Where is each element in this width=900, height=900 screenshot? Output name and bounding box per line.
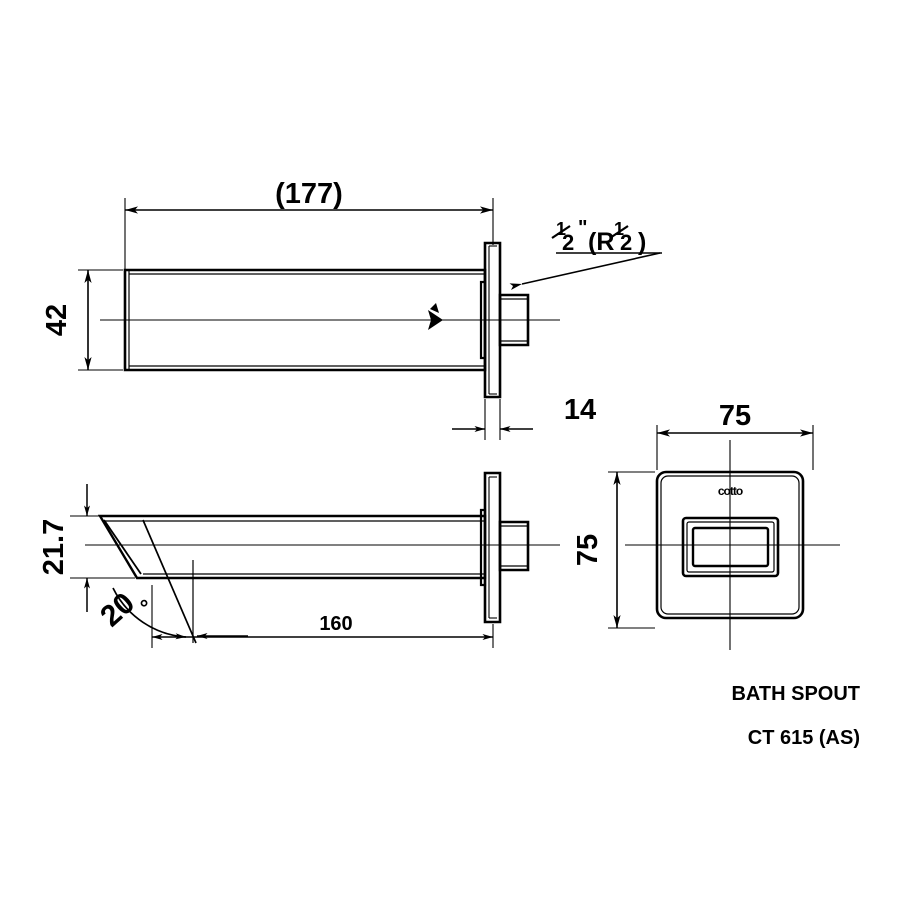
outlet-opening-inner [691, 526, 770, 568]
flange-collar-step [479, 280, 487, 360]
leader-line-thread-spec [509, 252, 661, 290]
thread-spec-label-group: 1 2 " (R 1 2 ) [551, 217, 646, 256]
front-view-group: cotto 75 75 [572, 400, 840, 650]
thread-num-1: 1 [556, 219, 566, 239]
flange-collar-step-side [479, 508, 487, 587]
dim-label-75-horizontal: 75 [719, 400, 751, 432]
title-block-group: BATH SPOUT CT 615 (AS) [731, 683, 860, 749]
dim-label-20: 20 [94, 587, 141, 634]
thread-open-paren: (R [588, 228, 614, 256]
thread-fraction-slash-1 [551, 225, 571, 239]
centerline-marker-icon [428, 310, 443, 330]
product-name-label: BATH SPOUT [731, 683, 860, 705]
escutcheon-plate-outer [655, 470, 805, 620]
side-view-group: 21.7 20 ° 160 [38, 471, 560, 648]
model-code-label: CT 615 (AS) [748, 727, 860, 749]
dim-label-75-vertical: 75 [572, 534, 604, 566]
wall-flange-plate-side [483, 471, 502, 624]
dim-label-160: 160 [319, 613, 352, 635]
escutcheon-plate-inner-edge [660, 475, 800, 615]
thread-den-1: 2 [562, 230, 574, 255]
dim-label-177: (177) [275, 178, 343, 210]
spout-body-outline-side [97, 514, 487, 580]
outlet-opening-outer-inner-edge [686, 521, 775, 573]
dim-label-21-7: 21.7 [38, 519, 70, 575]
angle-reference-line [142, 519, 197, 644]
thread-den-2: 2 [620, 230, 632, 255]
threaded-nipple-side [498, 520, 530, 572]
thread-inch-mark: " [578, 217, 587, 239]
outlet-opening-outer [681, 516, 780, 578]
thread-fraction-slash-2 [609, 225, 629, 239]
dim-label-42: 42 [41, 304, 73, 336]
thread-close-paren: ) [638, 228, 646, 256]
threaded-nipple-top [498, 293, 530, 347]
spout-tip-bevel-line [103, 519, 142, 575]
top-view-group: (177) 42 14 1 2 " (R 1 [41, 178, 662, 440]
centerline-marker-flag [430, 303, 439, 313]
thread-num-2: 1 [614, 219, 624, 239]
dim-label-14: 14 [564, 394, 596, 426]
dim-label-degree-symbol: ° [135, 594, 158, 618]
brand-logo: cotto [718, 484, 743, 498]
